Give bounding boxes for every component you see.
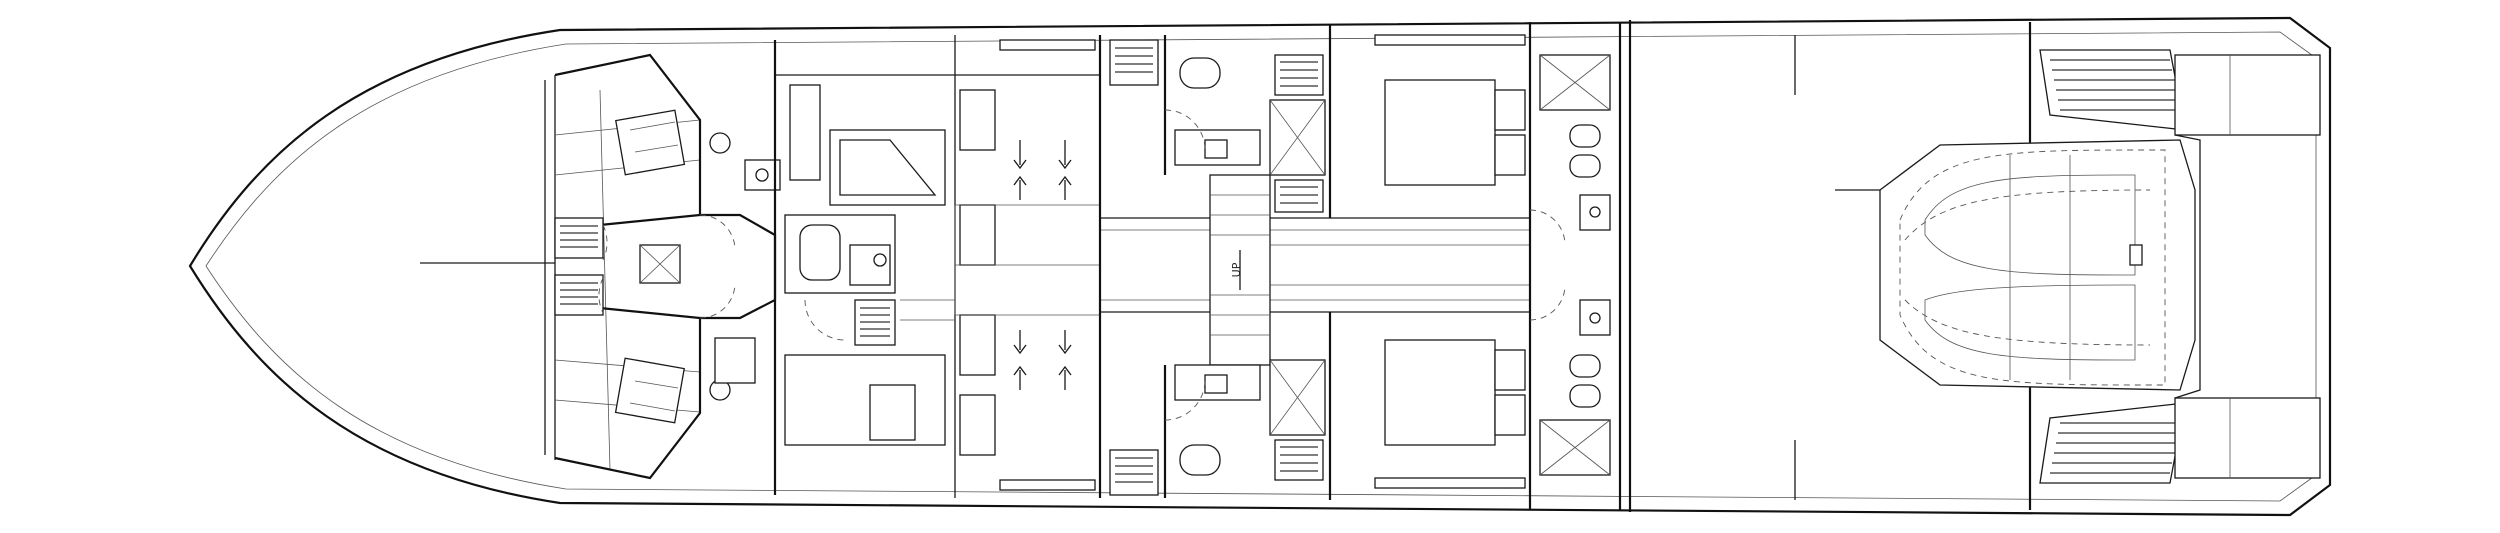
central-corridor — [1100, 217, 1530, 313]
hatch-galley — [854, 299, 896, 346]
stairway: UP — [1209, 174, 1271, 366]
hatch-fwd-2 — [554, 274, 604, 316]
hatch-fwd-1 — [554, 217, 604, 259]
engine-room — [1628, 20, 1796, 512]
hull-inner-line — [205, 31, 2317, 502]
crew-galley — [773, 35, 956, 498]
aft-heads — [1528, 22, 1622, 510]
tender-garage — [1835, 22, 2196, 510]
guest-head-port — [1163, 359, 1326, 498]
forward-lobby — [598, 213, 777, 320]
guest-cabin-port — [1328, 312, 1526, 500]
tender-outline — [1879, 139, 2196, 391]
hatch-mid-1 — [1109, 39, 1159, 86]
toilet-fwd-stbd — [709, 132, 731, 154]
stair-up-label: UP — [1230, 262, 1243, 277]
hatch-mid-3 — [1274, 54, 1324, 96]
guest-head-stbd — [1163, 35, 1326, 176]
swim-platform — [2039, 49, 2321, 484]
hatch-mid-2 — [1109, 449, 1159, 496]
hatch-mid-4 — [1274, 179, 1324, 213]
crew-bunks — [954, 35, 1101, 498]
hatch-mid-5 — [1274, 439, 1324, 481]
guest-cabin-stbd — [1328, 25, 1526, 218]
